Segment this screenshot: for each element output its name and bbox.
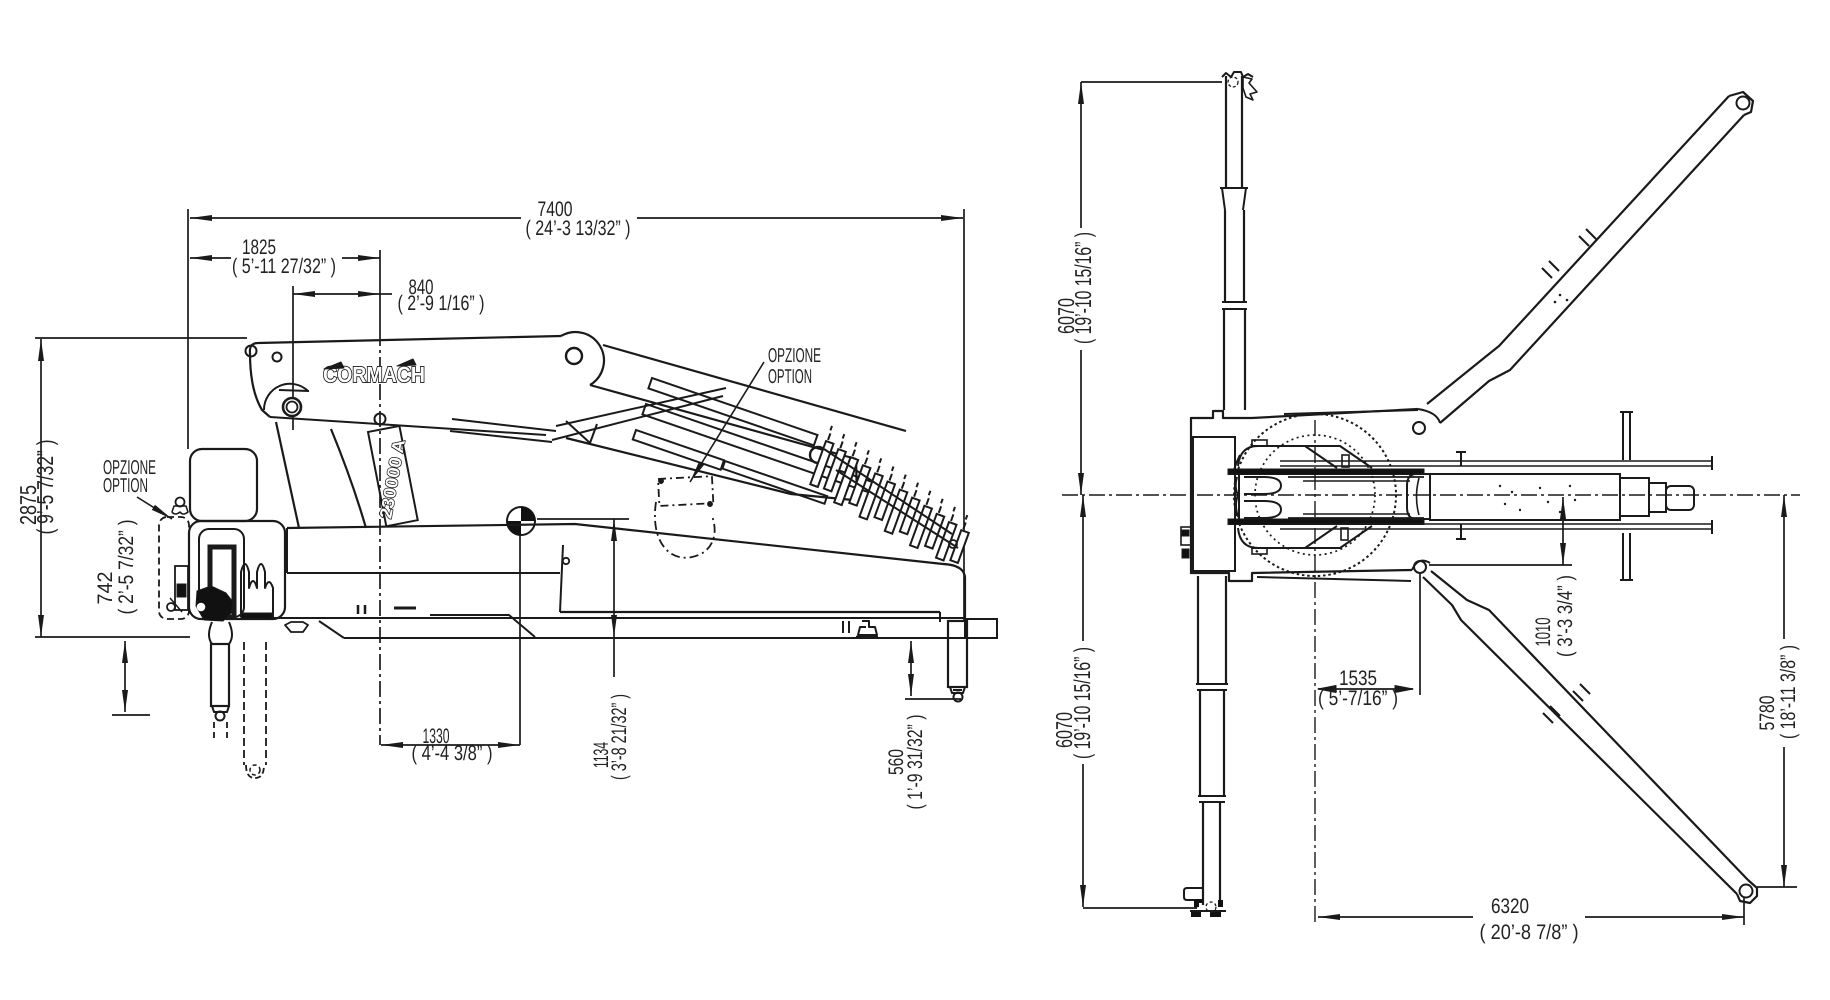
svg-text:OPZIONE: OPZIONE xyxy=(768,345,821,367)
svg-text:5780: 5780 xyxy=(1756,696,1779,731)
svg-text:560: 560 xyxy=(885,749,908,775)
svg-text:1330: 1330 xyxy=(423,725,450,748)
svg-text:( 9’-5 7/32” ): ( 9’-5 7/32” ) xyxy=(32,440,58,535)
svg-text:2875: 2875 xyxy=(15,485,41,525)
svg-text:( 19’-10 15/16” ): ( 19’-10 15/16” ) xyxy=(1069,647,1095,759)
svg-text:( 20’-8 7/8” ): ( 20’-8 7/8” ) xyxy=(1480,921,1579,944)
svg-text:OPZIONE: OPZIONE xyxy=(103,457,156,479)
svg-text:840: 840 xyxy=(409,276,434,299)
svg-text:( 3’-3 3/4” ): ( 3’-3 3/4” ) xyxy=(1554,575,1577,657)
svg-text:742: 742 xyxy=(94,572,117,605)
svg-text:( 4’-4 3/8” ): ( 4’-4 3/8” ) xyxy=(412,742,493,765)
svg-text:( 18’-11 3/8” ): ( 18’-11 3/8” ) xyxy=(1777,645,1800,739)
svg-text:1535: 1535 xyxy=(1339,667,1377,690)
svg-text:( 5’-11 27/32” ): ( 5’-11 27/32” ) xyxy=(232,255,336,278)
svg-text:( 1’-9 31/32” ): ( 1’-9 31/32” ) xyxy=(904,715,927,810)
svg-text:6070: 6070 xyxy=(1051,712,1077,748)
svg-text:OPTION: OPTION xyxy=(768,366,812,388)
svg-text:1010: 1010 xyxy=(1532,618,1555,647)
svg-text:( 24’-3 13/32” ): ( 24’-3 13/32” ) xyxy=(526,217,631,240)
svg-text:6320: 6320 xyxy=(1491,895,1529,918)
svg-text:( 19’-10 15/16” ): ( 19’-10 15/16” ) xyxy=(1070,232,1096,344)
svg-text:( 2’-9 1/16” ): ( 2’-9 1/16” ) xyxy=(398,292,485,315)
svg-text:OPTION: OPTION xyxy=(103,475,148,497)
svg-text:6070: 6070 xyxy=(1053,298,1079,334)
svg-text:( 3’-8 21/32” ): ( 3’-8 21/32” ) xyxy=(608,694,631,780)
svg-text:1825: 1825 xyxy=(242,236,276,259)
svg-text:( 5’-7/16” ): ( 5’-7/16” ) xyxy=(1318,687,1398,710)
svg-text:( 2’-5 7/32” ): ( 2’-5 7/32” ) xyxy=(115,520,138,615)
svg-text:1134: 1134 xyxy=(590,742,613,768)
svg-text:7400: 7400 xyxy=(538,198,573,221)
